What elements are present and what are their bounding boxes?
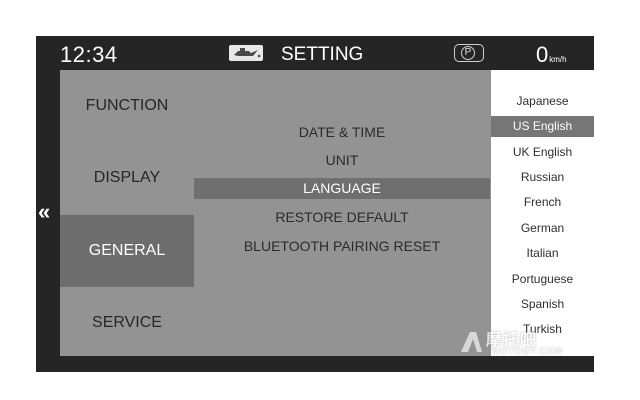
language-list[interactable]: Japanese US English UK English Russian F…: [491, 70, 594, 356]
menu-item-restore-default[interactable]: RESTORE DEFAULT: [275, 209, 409, 225]
double-chevron-left-icon[interactable]: «: [38, 199, 51, 224]
speed-unit: km/h: [549, 55, 567, 64]
watermark-text: 摩托吧: [486, 332, 538, 349]
speedometer: 0km/h: [536, 42, 567, 68]
category-general[interactable]: GENERAL: [60, 215, 194, 287]
language-option-portuguese[interactable]: Portuguese: [511, 272, 574, 286]
menu-item-bluetooth-pairing-reset[interactable]: BLUETOOTH PAIRING RESET: [243, 238, 441, 254]
language-option-japanese[interactable]: Japanese: [516, 94, 569, 108]
language-option-turkish[interactable]: Turkish: [523, 322, 562, 336]
watermark-logo-icon: [461, 332, 482, 352]
watermark: 摩托吧 MOTOBY.COM: [458, 326, 588, 362]
parking-brake-icon: P: [454, 44, 484, 62]
menu-item-date-time[interactable]: DATE & TIME: [298, 124, 386, 140]
language-option-russian[interactable]: Russian: [520, 170, 565, 184]
language-option-german[interactable]: German: [520, 221, 565, 235]
page-title: SETTING: [281, 44, 364, 65]
watermark-url: MOTOBY.COM: [492, 346, 564, 356]
language-option-uk-english[interactable]: UK English: [512, 145, 573, 159]
parking-brake-label: P: [461, 46, 475, 60]
status-bar: 12:34 SETTING P 0km/h: [36, 36, 594, 70]
language-option-spanish[interactable]: Spanish: [520, 297, 565, 311]
dashboard-screen: 12:34 SETTING P 0km/h « FUNCTION DISPLAY…: [36, 36, 594, 372]
language-option-us-english[interactable]: US English: [491, 116, 594, 137]
oil-can-icon: [229, 45, 263, 61]
menu-item-unit[interactable]: UNIT: [325, 152, 359, 168]
language-option-french[interactable]: French: [523, 195, 562, 209]
clock: 12:34: [60, 42, 118, 67]
category-display[interactable]: DISPLAY: [93, 169, 161, 186]
category-function[interactable]: FUNCTION: [85, 97, 169, 114]
category-service[interactable]: SERVICE: [92, 314, 162, 331]
speed-value: 0: [536, 42, 549, 67]
menu-item-language[interactable]: LANGUAGE: [194, 178, 490, 199]
language-option-italian[interactable]: Italian: [526, 246, 559, 260]
